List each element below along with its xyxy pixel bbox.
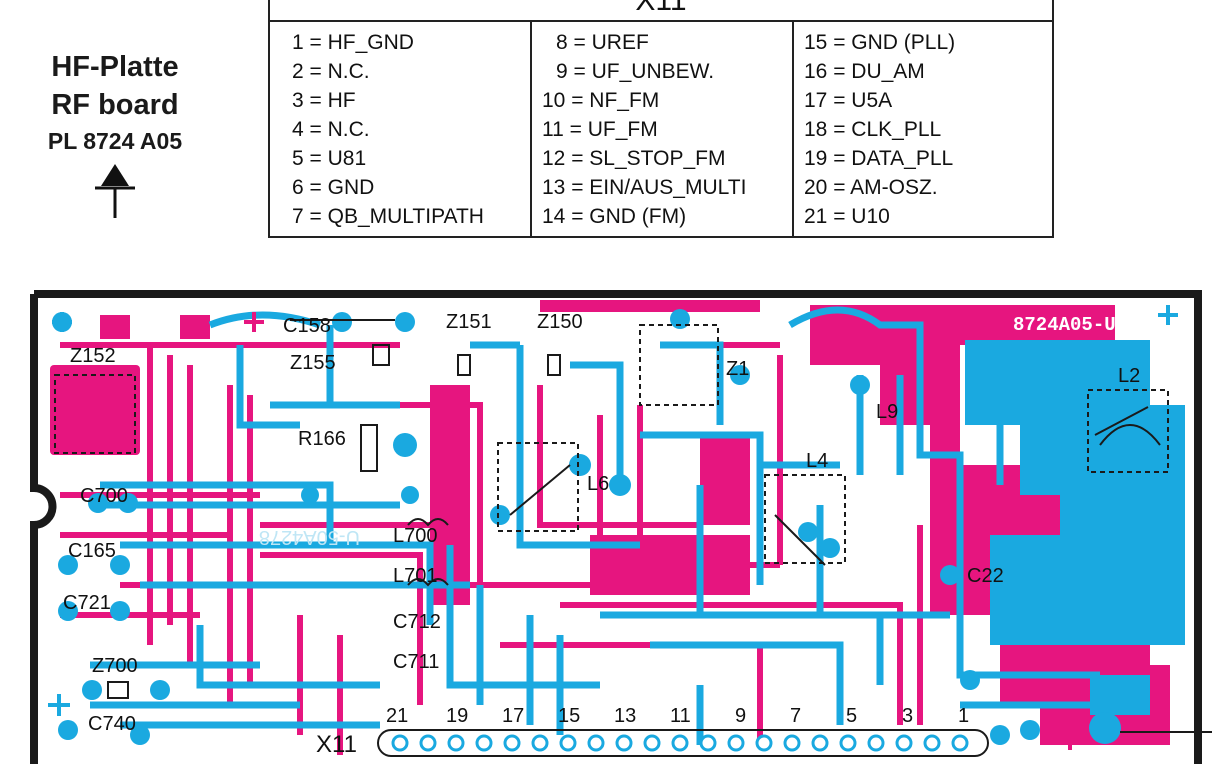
pin-entry: 12 = SL_STOP_FM (542, 147, 726, 170)
pin-entry: 11 = UF_FM (542, 118, 658, 141)
pin-label: 7 (790, 705, 801, 727)
label-c158: C158 (283, 315, 331, 337)
pin-label: 19 (446, 705, 468, 727)
label-c711: C711 (393, 651, 439, 673)
pin-label: 15 (558, 705, 580, 727)
board-code-mirrored: U-50A4278 (259, 526, 360, 548)
pin-entry: 10 = NF_FM (542, 89, 660, 112)
pin-entry: 13 = EIN/AUS_MULTI (542, 176, 747, 199)
pin-entry: 20 = AM-OSZ. (804, 176, 938, 199)
pin-entry: 18 = CLK_PLL (804, 118, 942, 141)
x11-pin-table: X11 1 = HF_GND 2 = N.C. 3 = HF 4 = N.C. … (268, 0, 1054, 238)
label-z155: Z155 (290, 352, 336, 374)
label-l2: L2 (1118, 365, 1140, 387)
label-c165: C165 (68, 540, 116, 562)
pin-label: 9 (735, 705, 746, 727)
label-z150: Z150 (537, 311, 583, 333)
pin-table-header: X11 (270, 0, 1052, 22)
pin-entry: 6 = GND (292, 176, 375, 199)
x11-connector (377, 729, 989, 757)
component-outlines (54, 319, 1169, 699)
label-z152: Z152 (70, 345, 116, 367)
board-part-number: PL 8724 A05 (47, 128, 183, 154)
label-z1: Z1 (726, 358, 749, 380)
pin-entry: 16 = DU_AM (804, 60, 925, 83)
pin-entry: 5 = U81 (292, 147, 367, 170)
pin-entry: 19 = DATA_PLL (804, 147, 954, 170)
top-traces (60, 342, 923, 755)
pin-label: 1 (958, 705, 969, 727)
label-c22: C22 (967, 565, 1004, 587)
label-l9: L9 (876, 401, 898, 423)
label-l4: L4 (806, 450, 828, 472)
label-c740: C740 (88, 713, 136, 735)
pcb-layout: 8724A05-U U-50A4278 C158 Z151 Z150 Z152 … (30, 290, 1212, 764)
plus-markers (48, 305, 1178, 750)
label-c721: C721 (63, 592, 111, 614)
pin-entry: 2 = N.C. (292, 60, 370, 83)
pin-label: 17 (502, 705, 524, 727)
pin-label: 13 (614, 705, 636, 727)
pin-column-1: 1 = HF_GND 2 = N.C. 3 = HF 4 = N.C. 5 = … (270, 22, 532, 238)
board-title-german: HF-Platte (51, 51, 179, 83)
label-r166: R166 (298, 428, 346, 450)
pin-label: 11 (670, 705, 691, 727)
board-title-english: RF board (51, 89, 179, 121)
pads (52, 309, 1121, 745)
label-z700: Z700 (92, 655, 138, 677)
pin-label: 5 (846, 705, 857, 727)
label-x11: X11 (316, 731, 357, 758)
pin-column-3: 15 = GND (PLL) 16 = DU_AM 17 = U5A 18 = … (794, 22, 1052, 238)
label-c700: C700 (80, 485, 128, 507)
pin-entry: 17 = U5A (804, 89, 893, 112)
pin-column-2: 8 = UREF 9 = UF_UNBEW. 10 = NF_FM 11 = U… (532, 22, 794, 238)
label-c712: C712 (393, 611, 441, 633)
pin-entry: 9 = UF_UNBEW. (556, 60, 715, 83)
label-l701: L701 (393, 565, 438, 587)
pin-entry: 4 = N.C. (292, 118, 370, 141)
pin-entry: 15 = GND (PLL) (804, 31, 956, 54)
pin-table-title: X11 (635, 0, 687, 17)
pin-entry: 21 = U10 (804, 205, 890, 228)
pin-entry: 1 = HF_GND (292, 31, 414, 54)
pin-label: 3 (902, 705, 913, 727)
pin-label: 21 (386, 705, 408, 727)
board-code: 8724A05-U (1013, 314, 1116, 336)
connection-arrow-icon (95, 164, 135, 218)
label-l6: L6 (587, 473, 609, 495)
pin-entry: 14 = GND (FM) (542, 205, 687, 228)
pin-entry: 8 = UREF (556, 31, 649, 54)
label-l700: L700 (393, 525, 438, 547)
pin-entry: 3 = HF (292, 89, 356, 112)
board-outline (30, 290, 1202, 764)
board-title: HF-Platte RF board PL 8724 A05 (20, 48, 210, 158)
label-z151: Z151 (446, 311, 492, 333)
pin-entry: 7 = QB_MULTIPATH (292, 205, 484, 228)
